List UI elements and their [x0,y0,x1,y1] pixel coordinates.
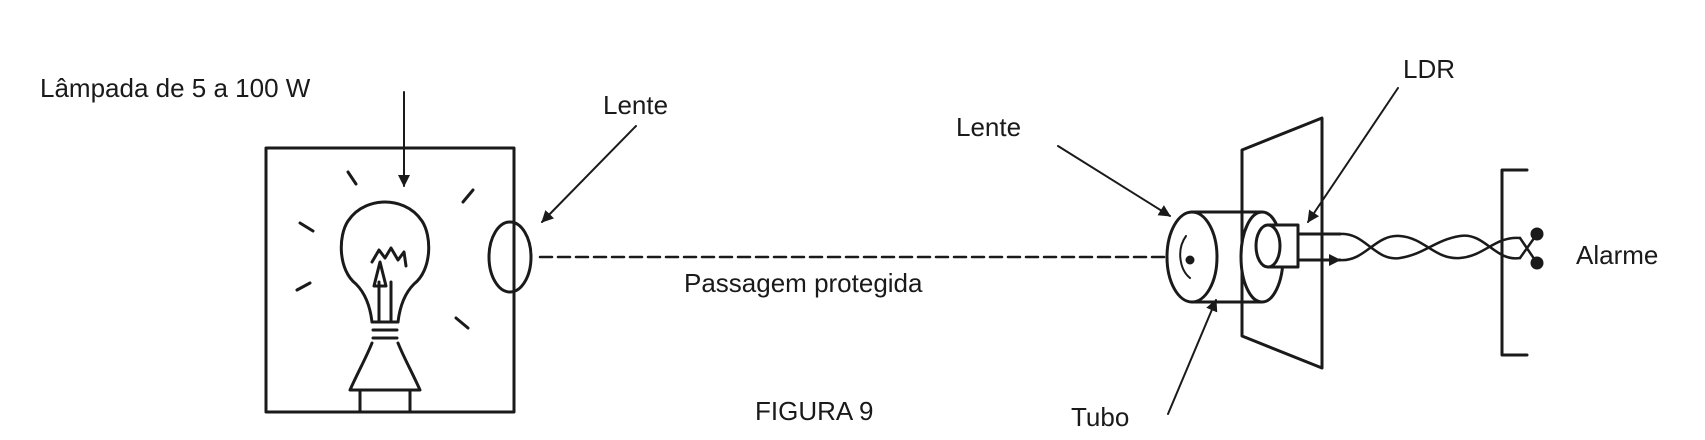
light-bulb-icon [339,200,431,414]
lens-right-leader-arrow [1057,145,1171,217]
leader-arrows [398,87,1399,415]
lens-right-label: Lente [956,112,1022,142]
left-lens [487,220,533,294]
ldr-leader-arrow [1307,87,1399,223]
lens-left-leader-arrow [541,125,637,223]
figure-caption: FIGURA 9 [755,396,874,426]
alarm-terminal-bottom [1530,256,1544,270]
alarm-label: Alarme [1576,240,1659,270]
alarm-bracket [1500,168,1529,357]
light-rays [295,170,475,330]
tube-leader-arrow [1167,299,1218,415]
tube-label: Tubo [1071,402,1130,432]
passage-label: Passagem protegida [684,268,923,298]
ldr-label: LDR [1403,54,1456,84]
lens-left-label: Lente [603,90,669,120]
alarm-terminal-top [1530,227,1544,241]
twisted-wires [1338,232,1539,265]
lamp-label: Lâmpada de 5 a 100 W [40,73,311,103]
ldr-sensor [1254,223,1340,267]
lamp-housing-box [264,146,516,414]
